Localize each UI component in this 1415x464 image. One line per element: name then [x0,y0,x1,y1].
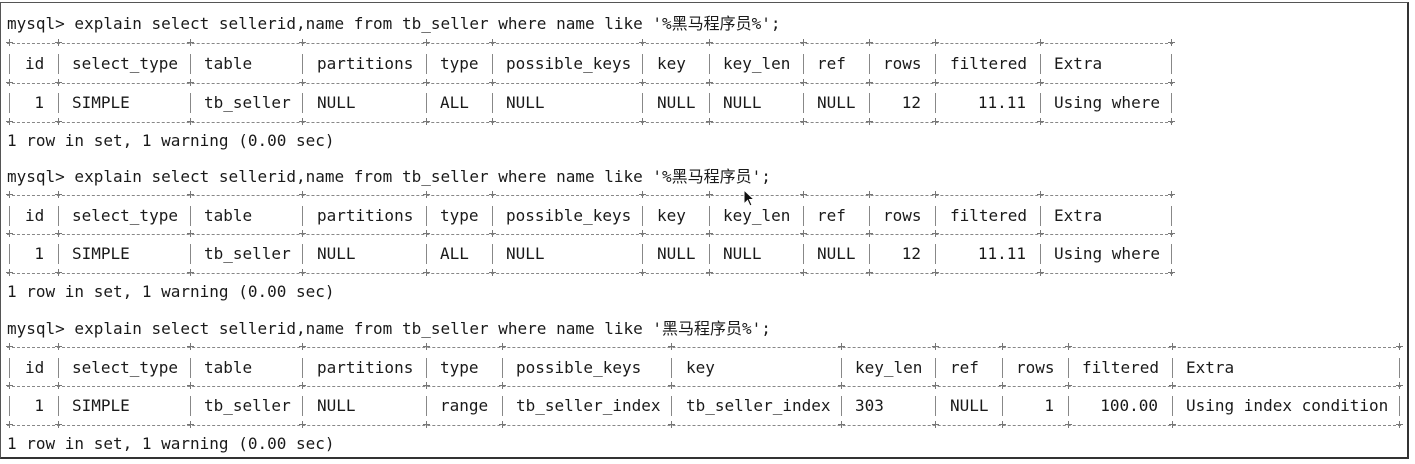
cell-key: NULL [657,93,696,112]
cell-type: range [440,396,489,415]
cell-possible-keys: NULL [506,93,545,112]
header-select-type: select_type [72,54,178,73]
table-border-mid [7,234,1173,235]
table-border-top [7,195,1173,196]
cell-type: ALL [440,93,469,112]
header-key-len: key_len [855,358,923,377]
cell-key-len: NULL [723,244,762,263]
table-border-top [7,43,1173,44]
cell-ref: NULL [950,396,989,415]
header-rows: rows [1016,358,1055,377]
cell-partitions: NULL [317,93,356,112]
cell-key: NULL [657,244,696,263]
cell-rows: 1 [1044,396,1054,415]
sql-command: explain select sellerid,name from tb_sel… [64,167,771,186]
command-line: mysql> explain select sellerid,name from… [7,318,771,340]
status-line: 1 row in set, 1 warning (0.00 sec) [7,131,335,150]
header-rows: rows [883,54,922,73]
header-extra: Extra [1054,206,1103,225]
cell-table: tb_seller [204,93,291,112]
header-table: table [204,358,253,377]
cell-key: tb_seller_index [686,396,831,415]
header-key: key [657,206,686,225]
header-partitions: partitions [317,358,414,377]
cell-table: tb_seller [204,244,291,263]
header-table: table [204,206,253,225]
cell-extra: Using index condition [1186,396,1389,415]
sql-command: explain select sellerid,name from tb_sel… [64,319,771,338]
header-select-type: select_type [72,206,178,225]
cell-type: ALL [440,244,469,263]
command-line: mysql> explain select sellerid,name from… [7,166,771,188]
cell-filtered: 11.11 [977,244,1026,263]
cell-rows: 12 [901,93,921,112]
status-line: 1 row in set, 1 warning (0.00 sec) [7,434,335,453]
cell-extra: Using where [1054,244,1160,263]
sql-command: explain select sellerid,name from tb_sel… [64,14,781,33]
header-ref: ref [817,54,846,73]
header-id: id [25,206,45,225]
header-filtered: filtered [950,206,1028,225]
cell-id: 1 [34,244,44,263]
cell-partitions: NULL [317,244,356,263]
cell-possible-keys: NULL [506,244,545,263]
cell-partitions: NULL [317,396,356,415]
cell-key-len: 303 [855,396,884,415]
table-border-bottom [7,122,1173,123]
mysql-prompt: mysql> [7,167,65,186]
header-rows: rows [883,206,922,225]
header-key: key [686,358,715,377]
mysql-prompt: mysql> [7,14,65,33]
cell-filtered: 100.00 [1100,396,1158,415]
header-ref: ref [950,358,979,377]
header-select-type: select_type [72,358,178,377]
header-key-len: key_len [723,206,791,225]
header-key: key [657,54,686,73]
mysql-prompt: mysql> [7,319,65,338]
command-line: mysql> explain select sellerid,name from… [7,13,781,35]
header-type: type [440,206,479,225]
cell-id: 1 [34,93,44,112]
status-line: 1 row in set, 1 warning (0.00 sec) [7,282,335,301]
cell-ref: NULL [817,93,856,112]
header-id: id [25,358,45,377]
header-type: type [440,54,479,73]
cell-select-type: SIMPLE [72,244,130,263]
mouse-pointer-icon [743,189,755,207]
cell-id: 1 [34,396,44,415]
cell-extra: Using where [1054,93,1160,112]
table-border-bottom [7,425,1401,426]
cell-select-type: SIMPLE [72,396,130,415]
header-possible-keys: possible_keys [516,358,642,377]
table-border-bottom [7,273,1173,274]
header-filtered: filtered [950,54,1028,73]
header-key-len: key_len [723,54,791,73]
cell-filtered: 11.11 [977,93,1026,112]
header-partitions: partitions [317,206,414,225]
header-type: type [440,358,479,377]
cell-key-len: NULL [723,93,762,112]
header-id: id [25,54,45,73]
header-ref: ref [817,206,846,225]
cell-ref: NULL [817,244,856,263]
table-border-mid [7,83,1173,84]
table-border-mid [7,386,1401,387]
header-possible-keys: possible_keys [506,206,632,225]
cell-rows: 12 [901,244,921,263]
cell-possible-keys: tb_seller_index [516,396,661,415]
table-border-top [7,347,1401,348]
header-partitions: partitions [317,54,414,73]
header-extra: Extra [1054,54,1103,73]
cell-table: tb_seller [204,396,291,415]
cell-select-type: SIMPLE [72,93,130,112]
header-filtered: filtered [1082,358,1160,377]
header-possible-keys: possible_keys [506,54,632,73]
header-extra: Extra [1186,358,1235,377]
header-table: table [204,54,253,73]
